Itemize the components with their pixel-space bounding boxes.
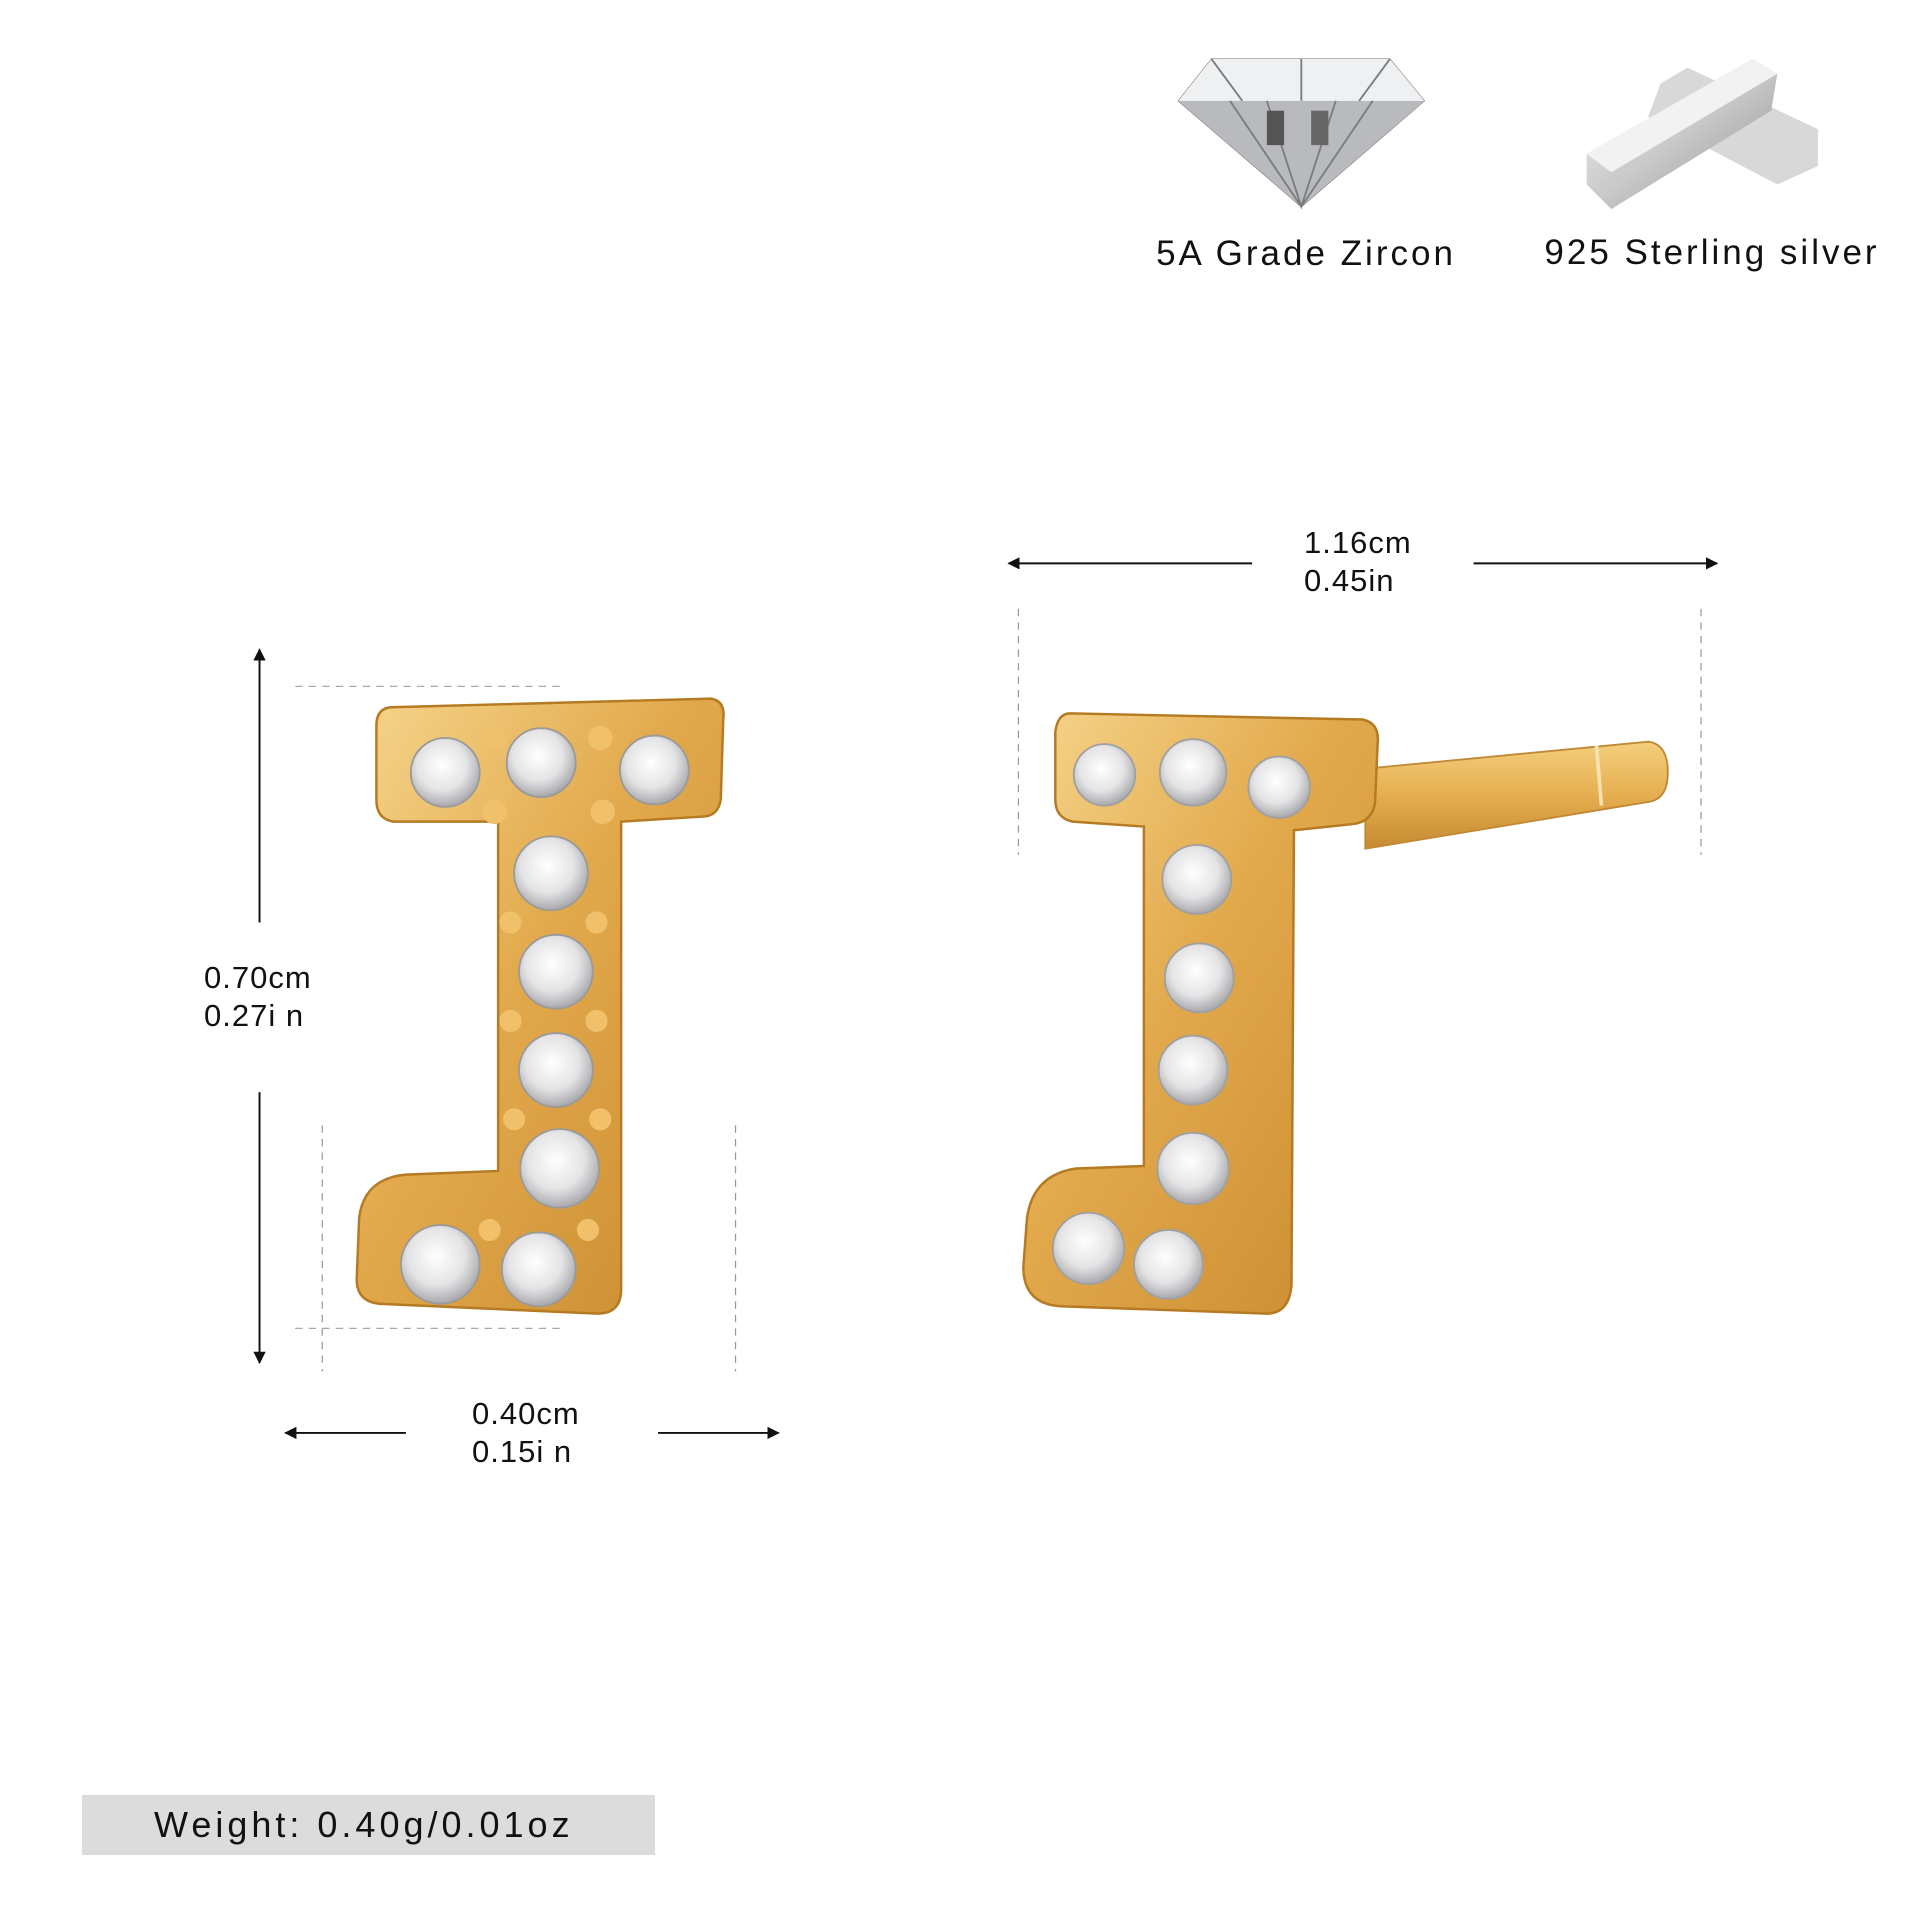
height-cm: 0.70cm xyxy=(204,960,312,995)
silver-bars-icon xyxy=(1586,59,1818,210)
length-dimension xyxy=(1007,557,1719,855)
diamond-icon xyxy=(1177,58,1426,210)
silver-label: 925 Sterling silver xyxy=(1544,233,1880,272)
length-in: 0.45in xyxy=(1304,563,1395,598)
height-dimension xyxy=(253,648,560,1365)
length-cm: 1.16cm xyxy=(1304,525,1412,560)
height-dimension-label: 0.70cm 0.27i n xyxy=(204,959,312,1035)
earring-front-view xyxy=(355,697,725,1315)
zircon-label: 5A Grade Zircon xyxy=(1156,234,1456,273)
width-cm: 0.40cm xyxy=(472,1396,580,1431)
height-in: 0.27i n xyxy=(204,998,305,1033)
width-dimension xyxy=(284,1125,780,1440)
weight-badge: Weight: 0.40g/0.01oz xyxy=(82,1795,655,1855)
length-dimension-label: 1.16cm 0.45in xyxy=(1304,524,1412,600)
width-in: 0.15i n xyxy=(472,1434,573,1469)
weight-text: Weight: 0.40g/0.01oz xyxy=(154,1804,574,1845)
width-dimension-label: 0.40cm 0.15i n xyxy=(472,1395,580,1471)
earring-side-view xyxy=(1022,712,1669,1315)
